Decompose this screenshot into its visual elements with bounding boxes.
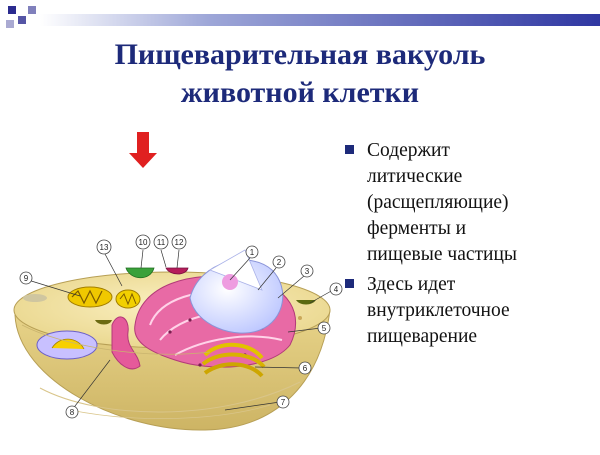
- diagram-label: 3: [300, 264, 314, 278]
- diagram-label: 6: [298, 361, 312, 375]
- decor-square: [6, 20, 14, 28]
- title-line-1: Пищеварительная вакуоль: [114, 38, 486, 71]
- decor-square: [18, 16, 26, 24]
- bullet-item: Содержит литические (расщепляющие) ферме…: [345, 138, 595, 268]
- bullet-item: Здесь идет внутриклеточное пищеварение: [345, 272, 595, 350]
- square-bullet-icon: [345, 279, 354, 288]
- diagram-label: 5: [317, 321, 331, 335]
- svg-text:11: 11: [157, 238, 166, 247]
- svg-text:9: 9: [24, 274, 29, 283]
- decor-square: [8, 6, 16, 14]
- svg-text:12: 12: [175, 238, 184, 247]
- diagram-label: 10: [135, 234, 151, 250]
- nucleus: [189, 249, 284, 334]
- cell-illustration: 1 2 3 4 5 6 7 8: [13, 132, 343, 431]
- animal-cell-diagram: 1 2 3 4 5 6 7 8: [0, 120, 345, 450]
- square-bullet-icon: [345, 145, 354, 154]
- svg-text:10: 10: [139, 238, 148, 247]
- decor-square: [28, 6, 36, 14]
- svg-text:13: 13: [100, 243, 109, 252]
- svg-text:5: 5: [322, 324, 327, 333]
- diagram-label: 8: [65, 405, 79, 419]
- leader-lines: [27, 249, 334, 411]
- diagram-label: 12: [171, 234, 187, 250]
- mitochondrion: [67, 286, 113, 308]
- smooth-er: [111, 316, 141, 370]
- diagram-label: 2: [272, 255, 286, 269]
- diagram-label: 9: [19, 271, 33, 285]
- vesicles: [23, 267, 316, 325]
- title-line-2: животной клетки: [180, 76, 420, 109]
- decorative-title-bar: [0, 6, 600, 28]
- svg-text:2: 2: [277, 258, 282, 267]
- bullet-text: Здесь идет внутриклеточное пищеварение: [367, 274, 510, 347]
- bullet-list: Содержит литические (расщепляющие) ферме…: [345, 138, 595, 354]
- svg-text:1: 1: [250, 248, 255, 257]
- digestive-vacuole: [36, 330, 98, 360]
- diagram-label: 4: [329, 282, 343, 296]
- diagram-label: 13: [96, 239, 112, 255]
- diagram-label: 1: [245, 245, 259, 259]
- mitochondrion: [115, 289, 141, 309]
- red-down-arrow-icon: [129, 132, 157, 168]
- svg-text:3: 3: [305, 267, 310, 276]
- golgi-apparatus: [201, 342, 266, 378]
- decor-gradient-line: [40, 14, 600, 26]
- diagram-label: 7: [276, 395, 290, 409]
- cytoplasm-line: [21, 324, 211, 355]
- diagram-label: 11: [153, 234, 169, 250]
- svg-text:6: 6: [303, 364, 308, 373]
- slide-title: Пищеварительная вакуоль животной клетки: [0, 36, 600, 112]
- bullet-text: Содержит литические (расщепляющие) ферме…: [367, 140, 517, 265]
- svg-text:4: 4: [334, 285, 339, 294]
- svg-text:8: 8: [70, 408, 75, 417]
- svg-text:7: 7: [281, 398, 286, 407]
